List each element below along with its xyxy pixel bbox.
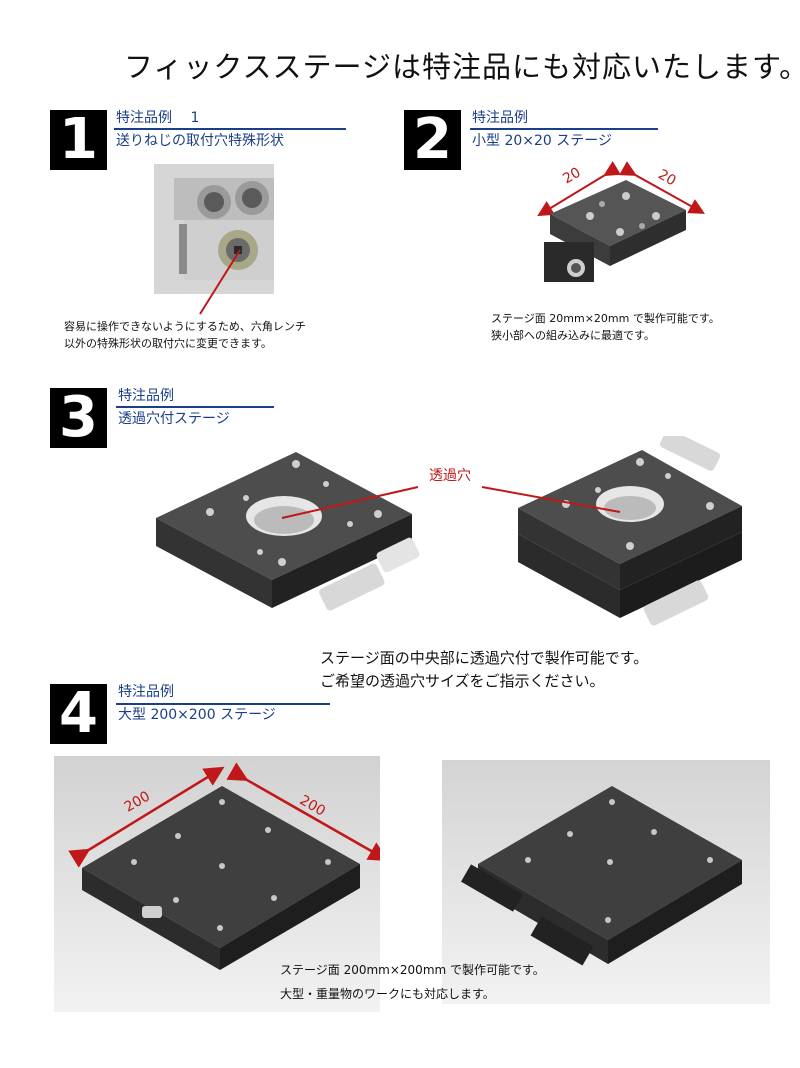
- section-2-caption-line2: 狭小部への組み込みに最適です。: [491, 329, 655, 342]
- section-4-underline: [116, 703, 330, 705]
- section-1-caption-line1: 容易に操作できないようにするため、六角レンチ: [64, 320, 306, 333]
- section-1-title-line1: 特注品例 1: [116, 110, 200, 126]
- section-1-number: 1: [50, 110, 107, 170]
- section-2-number: 2: [404, 110, 461, 170]
- section-4-photo-left: [54, 756, 380, 1012]
- section-2-title-line1: 特注品例: [472, 110, 528, 126]
- section-3-number: 3: [50, 388, 107, 448]
- section-4-photo-right: [442, 760, 770, 1004]
- section-3-title-line2: 透過穴付ステージ: [118, 411, 230, 427]
- section-3-caption-line2: ご希望の透過穴サイズをご指示ください。: [320, 672, 605, 690]
- section-1-underline: [114, 128, 346, 130]
- section-2-stage-illustration: [537, 161, 705, 282]
- section-3-stage-right: [518, 436, 742, 626]
- section-4-number: 4: [50, 684, 107, 744]
- section-4-title-line2: 大型 200×200 ステージ: [118, 707, 276, 723]
- section-2-underline: [470, 128, 658, 130]
- section-3-title-line1: 特注品例: [118, 388, 174, 404]
- section-4-caption-line1: ステージ面 200mm×200mm で製作可能です。: [280, 963, 545, 977]
- section-3-caption-line1: ステージ面の中央部に透過穴付で製作可能です。: [320, 649, 649, 667]
- section-1-caption-line2: 以外の特殊形状の取付穴に変更できます。: [64, 337, 272, 350]
- section-4-title-line1: 特注品例: [118, 684, 174, 700]
- section-3-underline: [116, 406, 274, 408]
- page-headline: フィックスステージは特注品にも対応いたします。: [124, 50, 800, 84]
- section-3-callout-label: 透過穴: [429, 468, 471, 484]
- section-1-title-line2: 送りねじの取付穴特殊形状: [116, 133, 284, 149]
- section-4-caption-line2: 大型・重量物のワークにも対応します。: [280, 987, 495, 1001]
- section-3-stage-left: [156, 452, 420, 611]
- section-2-title-line2: 小型 20×20 ステージ: [472, 133, 612, 149]
- section-2-caption-line1: ステージ面 20mm×20mm で製作可能です。: [491, 312, 720, 325]
- section-1-photo: [154, 164, 274, 294]
